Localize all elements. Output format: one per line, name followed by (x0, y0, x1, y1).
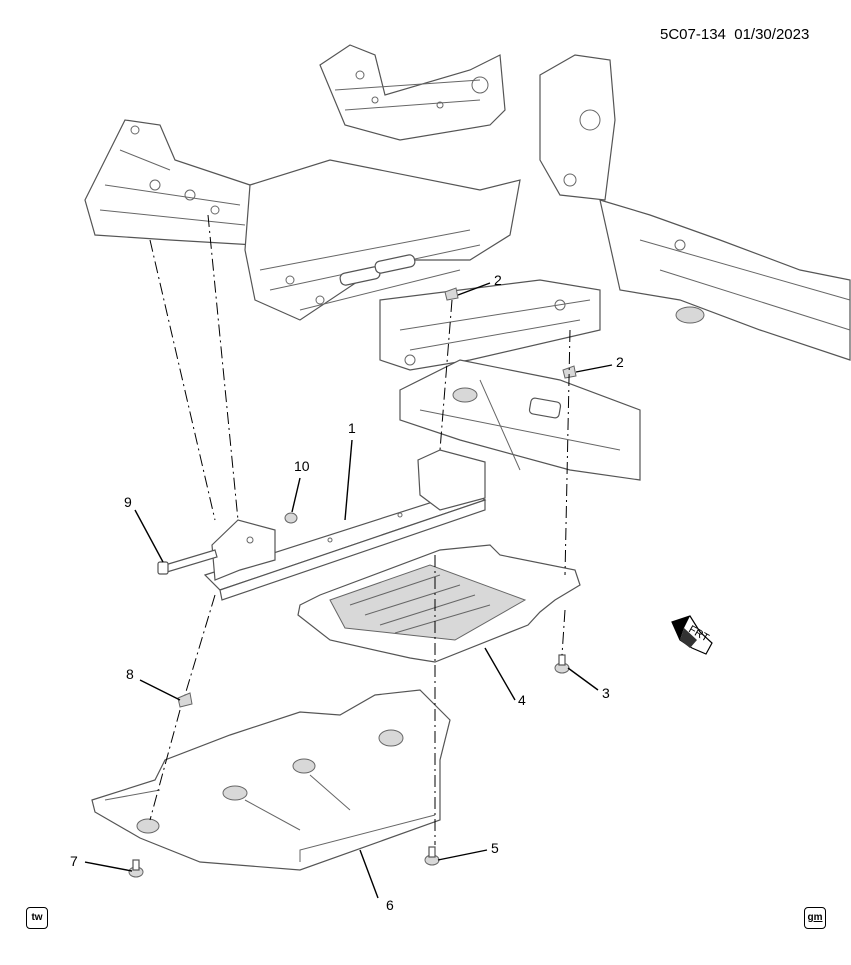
callout-2-upper: 2 (494, 272, 502, 288)
front-arrow-icon (671, 615, 713, 655)
vehicle-frame-illustration (84, 44, 851, 481)
clip-part-2-left (444, 287, 459, 301)
callout-10: 10 (294, 458, 310, 474)
callout-7: 7 (70, 853, 78, 869)
callout-1: 1 (348, 420, 356, 436)
clip-nut-part-8 (177, 692, 193, 708)
callout-5: 5 (491, 840, 499, 856)
gm-logo-badge: gm (804, 907, 826, 929)
shield-part-4 (297, 544, 581, 663)
callout-9: 9 (124, 494, 132, 510)
screw-part-7 (128, 859, 144, 878)
skid-plate-part-6 (91, 689, 451, 871)
nut-part-10 (284, 512, 298, 524)
bolt-part-9 (157, 549, 218, 575)
reference-code: 5C07-134 01/30/2023 (660, 26, 809, 43)
callout-8: 8 (126, 666, 134, 682)
bracket-part-1 (203, 449, 487, 601)
callout-4: 4 (518, 692, 526, 708)
assembly-lines (149, 214, 571, 845)
callout-6: 6 (386, 897, 394, 913)
screw-part-3 (554, 654, 570, 674)
clip-part-2-right (562, 365, 577, 379)
screw-part-5 (424, 846, 440, 866)
callout-3: 3 (602, 685, 610, 701)
callout-2-lower: 2 (616, 354, 624, 370)
reference-date: 01/30/2023 (734, 26, 810, 43)
leader-lines (84, 282, 613, 899)
tw-badge: tw (26, 907, 48, 929)
reference-number: 5C07-134 (660, 26, 726, 43)
